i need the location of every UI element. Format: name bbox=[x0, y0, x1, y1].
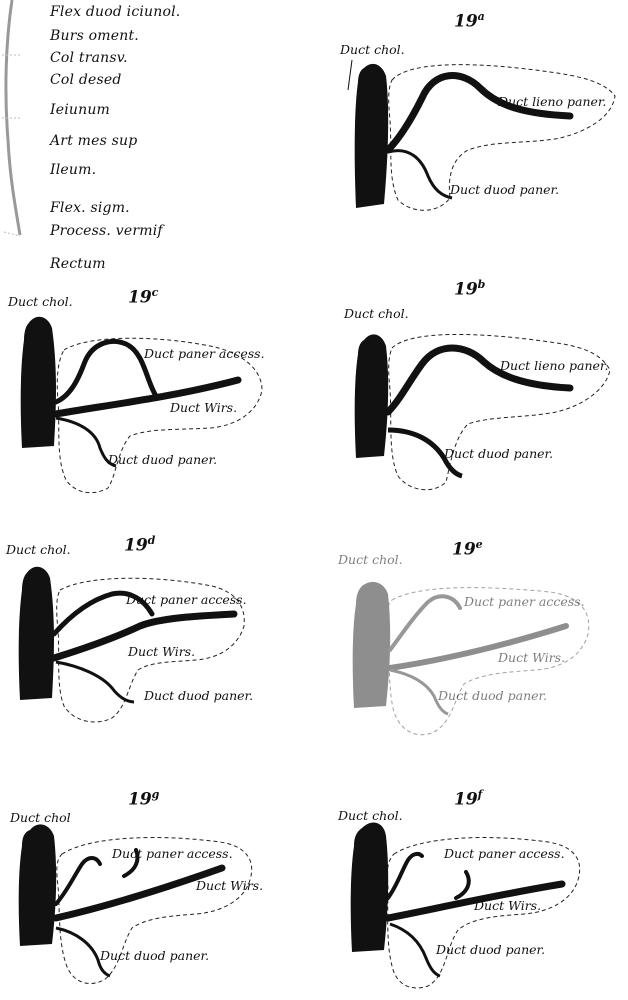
legend-flex-duod: Flex duod iciunol. bbox=[50, 4, 180, 20]
label-duct-duod-panc: Duct duod paner. bbox=[144, 688, 253, 703]
duct-panc-access bbox=[390, 596, 460, 650]
duodenum bbox=[355, 334, 388, 458]
duct-duod-panc bbox=[56, 418, 116, 466]
label-duct-wirsung: Duct Wirs. bbox=[170, 400, 237, 415]
pancreas-outline bbox=[57, 338, 262, 492]
label-duct-panc-access: Duct paner access. bbox=[144, 346, 265, 361]
figure-19g: 19g Duct chol Duct paner access. Duct Wi… bbox=[0, 780, 300, 1000]
label-duct-panc-access: Duct paner access. bbox=[112, 846, 233, 861]
legend-burs-oment: Burs oment. bbox=[50, 28, 139, 44]
figure-19f: 19f Duct chol. Duct paner access. Duct W… bbox=[330, 780, 628, 1000]
legend-rectum: Rectum bbox=[50, 256, 106, 272]
label-duct-chol: Duct chol. bbox=[340, 42, 405, 57]
figure-19a: 19a Duct chol. Duct lieno paner. Duct du… bbox=[330, 0, 628, 230]
duct-panc-access bbox=[56, 341, 156, 402]
duodenum bbox=[351, 822, 388, 952]
label-duct-wirsung: Duct Wirs. bbox=[196, 878, 263, 893]
duct-panc-access bbox=[388, 854, 422, 898]
label-duct-wirsung: Duct Wirs. bbox=[128, 644, 195, 659]
label-duct-duod-panc: Duct duod paner. bbox=[450, 182, 559, 197]
legend-process-vermif: Process. vermif bbox=[50, 223, 163, 239]
figure-19d: 19d Duct chol. Duct paner access. Duct W… bbox=[0, 530, 300, 730]
label-duct-lieno-panc: Duct lieno paner. bbox=[498, 94, 607, 109]
duodenum bbox=[19, 824, 56, 946]
figure-19b: 19b Duct chol. Duct lieno paner. Duct du… bbox=[330, 270, 628, 500]
label-duct-chol: Duct chol bbox=[10, 810, 71, 825]
label-duct-duod-panc: Duct duod paner. bbox=[438, 688, 547, 703]
legend-ileum: Ileum. bbox=[50, 162, 96, 178]
duct-panc-access-branch bbox=[456, 872, 469, 898]
legend-col-desced: Col desed bbox=[50, 72, 122, 88]
duct-diagram bbox=[0, 280, 300, 510]
duodenum bbox=[353, 582, 390, 708]
label-duct-chol: Duct chol. bbox=[6, 542, 71, 557]
duodenum bbox=[19, 567, 54, 700]
duct-wirsung bbox=[56, 868, 222, 918]
duct-panc-access bbox=[56, 858, 100, 904]
duct-duod-panc bbox=[390, 924, 440, 976]
label-duct-panc-access: Duct paner access. bbox=[444, 846, 565, 861]
legend-flex-sigm: Flex. sigm. bbox=[50, 200, 130, 216]
label-duct-chol: Duct chol. bbox=[338, 552, 403, 567]
label-duct-panc-access: Duct paner access. bbox=[126, 592, 247, 607]
duodenum bbox=[355, 64, 388, 208]
duct-duod-panc bbox=[56, 662, 134, 702]
duct-diagram bbox=[330, 270, 628, 500]
legend-art-mes-sup: Art mes sup bbox=[50, 133, 137, 149]
anatomy-legend: Flex duod iciunol. Burs oment. Col trans… bbox=[0, 0, 190, 280]
label-duct-chol: Duct chol. bbox=[344, 306, 409, 321]
legend-col-transv: Col transv. bbox=[50, 50, 128, 66]
legend-ieiunum: Ieiunum bbox=[50, 102, 110, 118]
duct-chol-pointer bbox=[348, 60, 352, 90]
label-duct-duod-panc: Duct duod paner. bbox=[444, 446, 553, 461]
duct-lieno-panc bbox=[388, 76, 570, 150]
label-duct-lieno-panc: Duct lieno paner. bbox=[500, 358, 609, 373]
label-duct-duod-panc: Duct duod paner. bbox=[436, 942, 545, 957]
label-duct-chol: Duct chol. bbox=[338, 808, 403, 823]
duct-duod-panc bbox=[388, 151, 452, 198]
label-duct-duod-panc: Duct duod paner. bbox=[100, 948, 209, 963]
cropped-figure-edge bbox=[0, 0, 22, 270]
label-duct-chol: Duct chol. bbox=[8, 294, 73, 309]
figure-19c: 19c Duct chol. Duct paner access. Duct W… bbox=[0, 280, 300, 510]
label-duct-wirsung: Duct Wirs. bbox=[498, 650, 565, 665]
figure-19e: 19e Duct chol. Duct paner access. Duct W… bbox=[330, 530, 628, 750]
label-duct-wirsung: Duct Wirs. bbox=[474, 898, 541, 913]
label-duct-duod-panc: Duct duod paner. bbox=[108, 452, 217, 467]
label-duct-panc-access: Duct paner access. bbox=[464, 594, 585, 609]
duodenum bbox=[21, 317, 56, 448]
